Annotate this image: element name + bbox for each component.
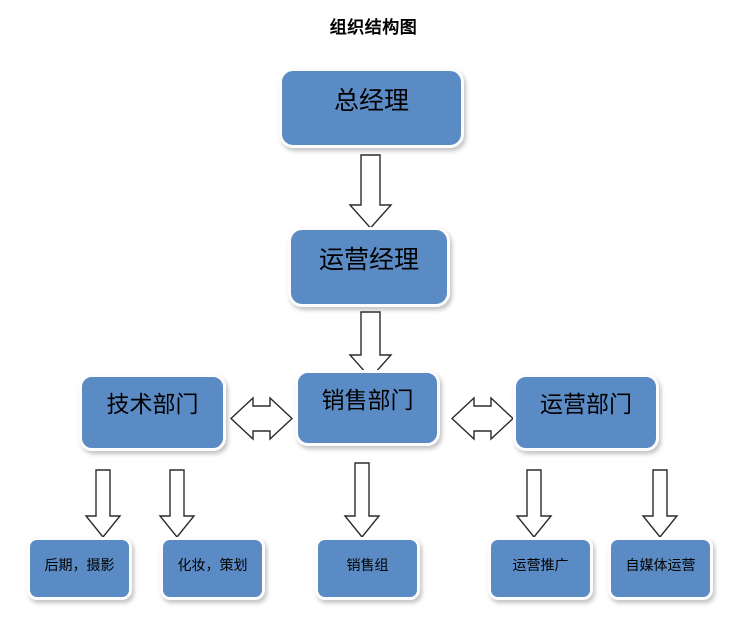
node-sales-department[interactable]: 销售部门 xyxy=(295,370,440,446)
connector-ops-to-promotion xyxy=(515,469,553,539)
connector-tech-to-makeup-planning xyxy=(158,469,196,539)
node-operations-manager[interactable]: 运营经理 xyxy=(288,227,450,307)
node-post-photo-team-label: 后期，摄影 xyxy=(44,559,115,574)
node-general-manager[interactable]: 总经理 xyxy=(279,68,464,148)
node-operations-department-label: 运营部门 xyxy=(540,392,632,417)
connector-sales-to-sales-team xyxy=(343,462,381,539)
node-tech-department-label: 技术部门 xyxy=(106,392,199,417)
node-sales-team-label: 销售组 xyxy=(346,559,389,574)
node-makeup-planning-team-label: 化妆，策划 xyxy=(177,559,248,574)
node-general-manager-label: 总经理 xyxy=(333,88,409,115)
node-operations-manager-label: 运营经理 xyxy=(318,247,419,274)
node-ops-promotion-team[interactable]: 运营推广 xyxy=(488,537,593,600)
connector-tech-sales-link xyxy=(229,396,294,441)
node-sales-team[interactable]: 销售组 xyxy=(315,537,420,600)
node-operations-department[interactable]: 运营部门 xyxy=(513,374,659,451)
node-self-media-team[interactable]: 自媒体运营 xyxy=(608,537,713,600)
node-tech-department[interactable]: 技术部门 xyxy=(79,374,226,451)
connector-sales-ops-link xyxy=(450,396,515,441)
node-makeup-planning-team[interactable]: 化妆，策划 xyxy=(160,537,265,600)
connector-gm-to-ops-manager xyxy=(348,154,393,230)
connector-ops-to-self-media xyxy=(641,469,679,539)
node-self-media-team-label: 自媒体运营 xyxy=(625,559,696,574)
node-ops-promotion-team-label: 运营推广 xyxy=(512,559,569,574)
page-title: 组织结构图 xyxy=(329,18,418,37)
node-post-photo-team[interactable]: 后期，摄影 xyxy=(27,537,132,600)
connector-tech-to-post-photo xyxy=(84,469,122,539)
connector-ops-manager-to-sales-dept xyxy=(348,311,393,380)
node-sales-department-label: 销售部门 xyxy=(321,388,414,413)
